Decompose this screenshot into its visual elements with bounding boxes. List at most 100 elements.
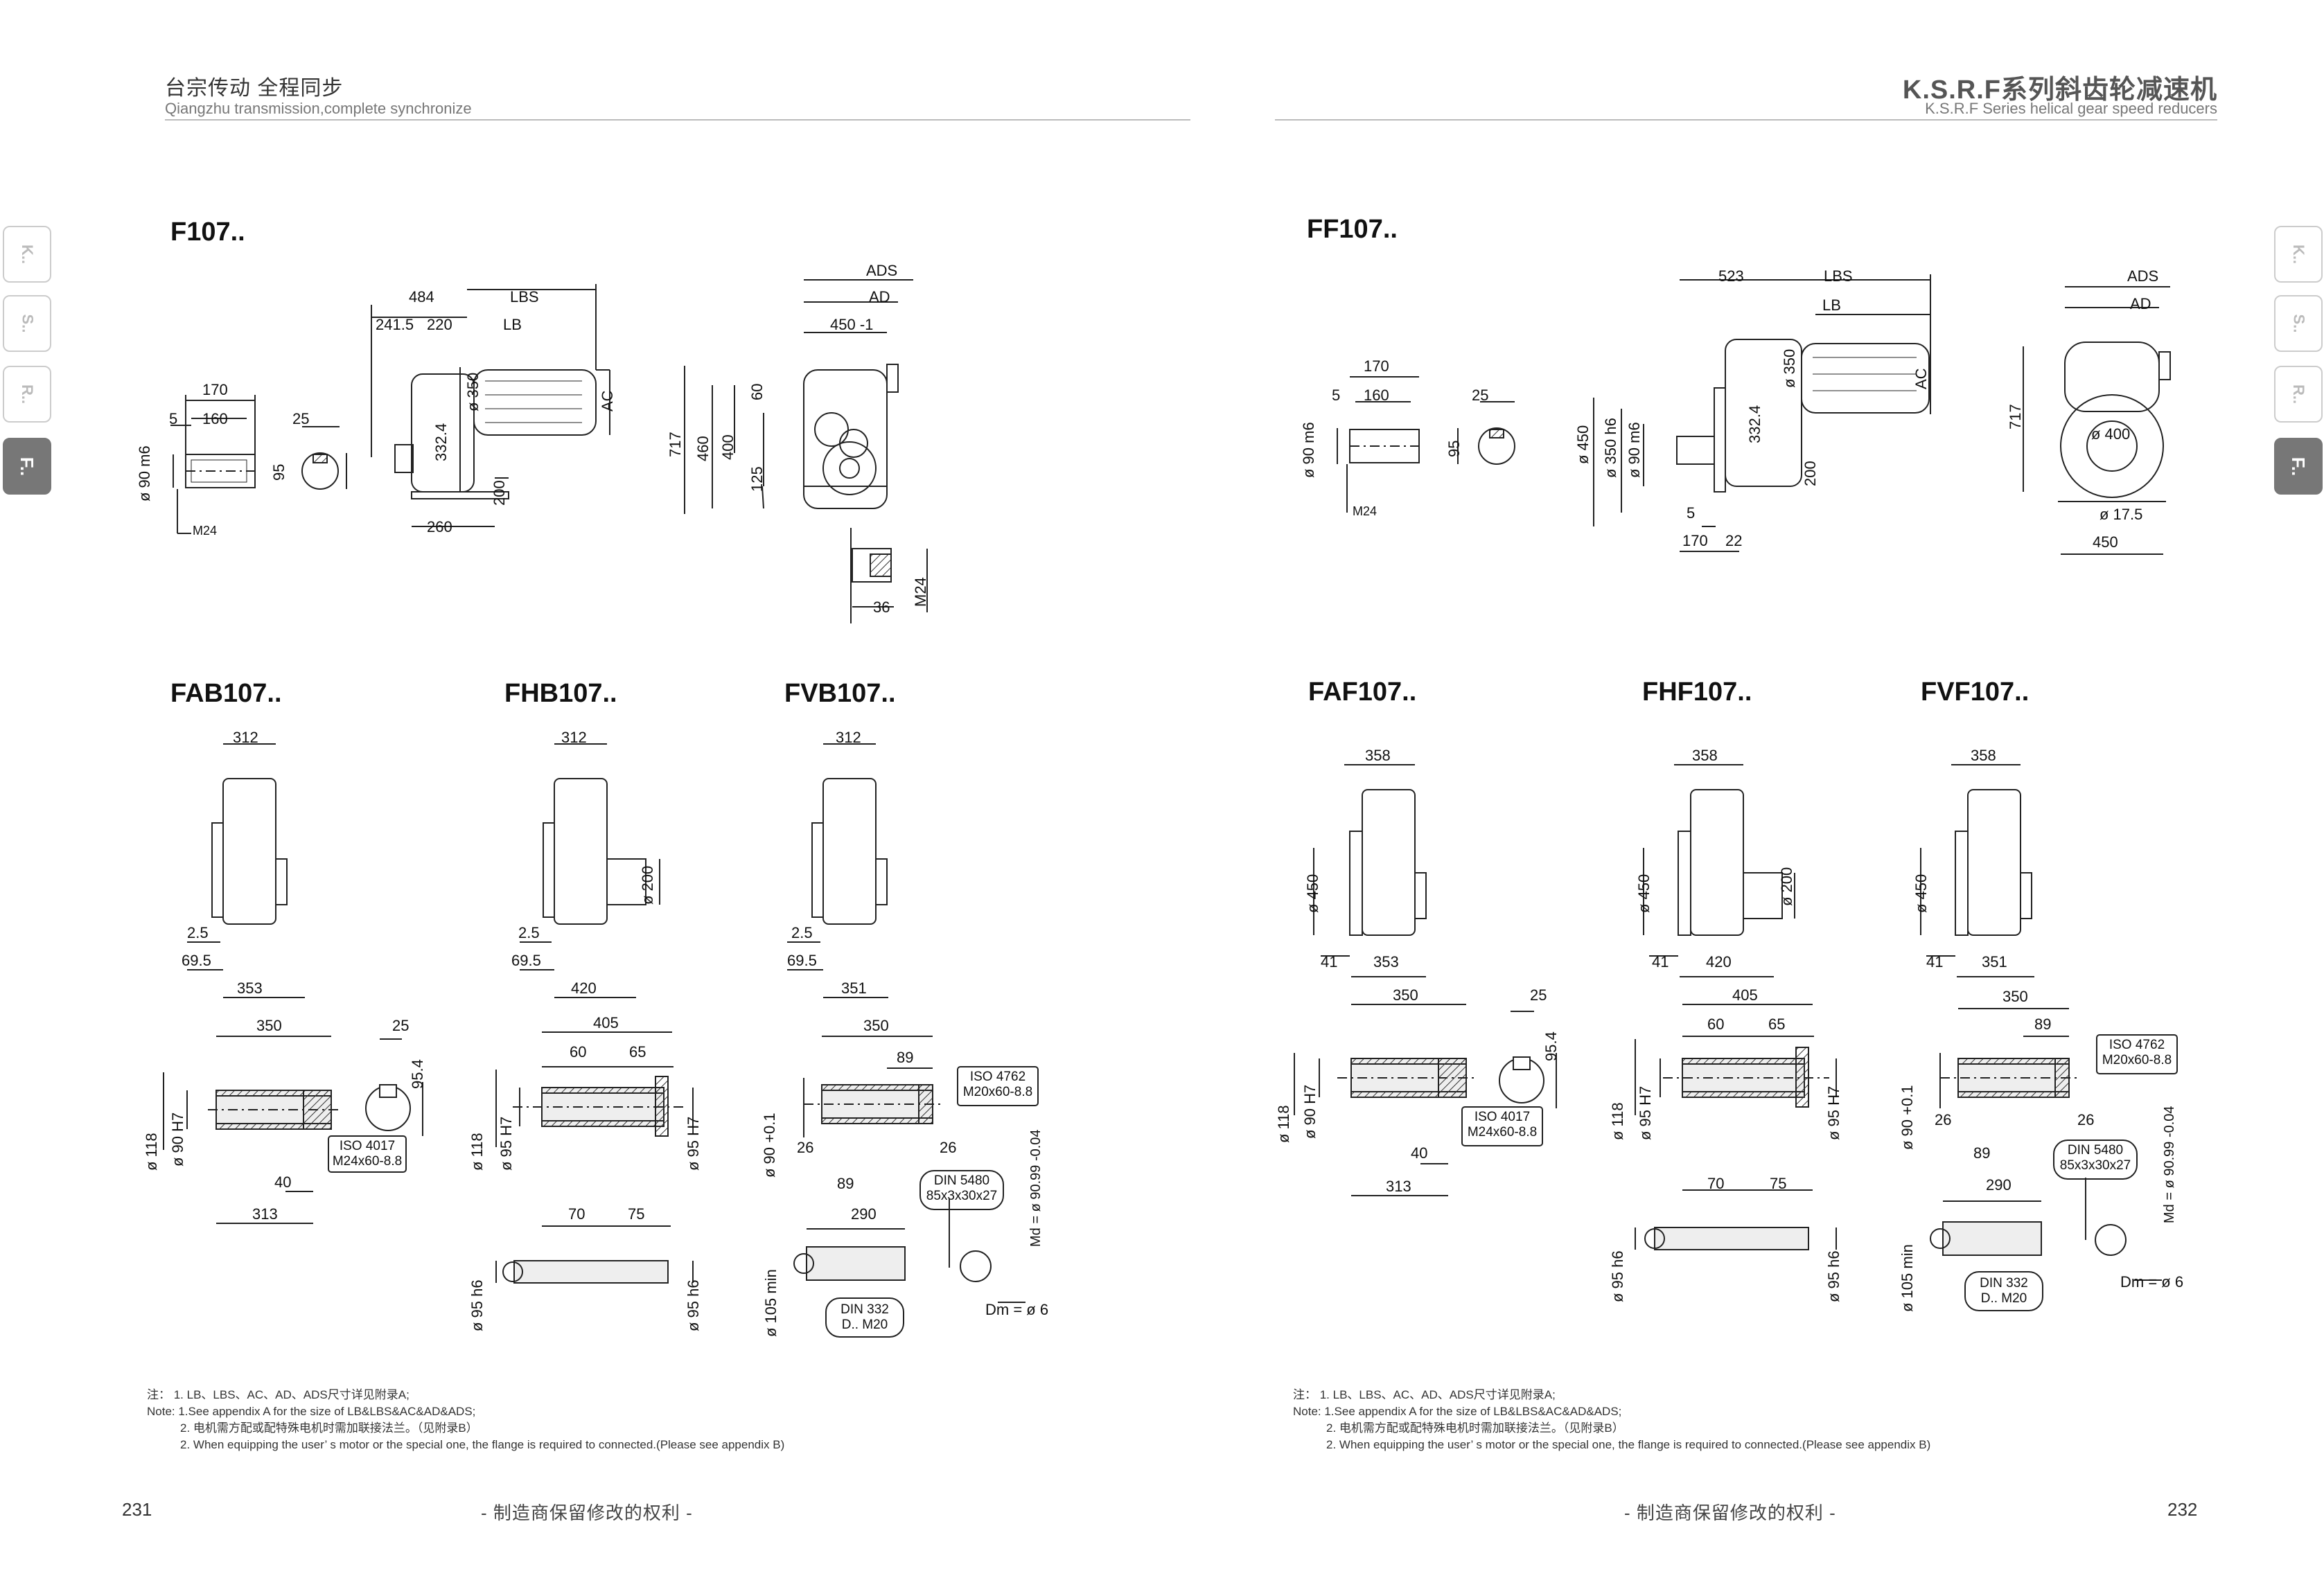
dim-ff-dia350: ø 350: [1781, 348, 1798, 388]
dim-fvfs-89b: 89: [1973, 1144, 1991, 1162]
section-title-fhb107: FHB107..: [504, 679, 617, 708]
dim-faf-358: 358: [1365, 747, 1391, 764]
dim-fhb-dia200: ø 200: [639, 865, 656, 905]
footer-rights-left: - 制造商保留修改的权利 -: [481, 1502, 693, 1523]
dim-fvbs-dia90: ø 90 +0.1: [761, 1112, 778, 1178]
dim-ff-ac: AC: [1912, 368, 1930, 389]
dim-fhfs-dia95h7: ø 95 H7: [1637, 1085, 1654, 1140]
header-right-title-en: K.S.R.F Series helical gear speed reduce…: [1925, 100, 2217, 117]
page-number-right: 232: [2167, 1499, 2198, 1520]
callout-boxes: [328, 1034, 2178, 1338]
header-divider-left: [165, 119, 1190, 121]
side-tab-r-right[interactable]: R..: [2274, 366, 2323, 423]
dim-ff-dia90m6: ø 90 m6: [1626, 422, 1643, 478]
dim-fhfs-dia95h6b: ø 95 h6: [1825, 1250, 1842, 1302]
dim-fvbs-dm: Dm = ø 6: [985, 1301, 1049, 1318]
side-tab-s-left[interactable]: S..: [3, 295, 51, 352]
dim-fabs-40: 40: [274, 1173, 292, 1191]
side-tab-r-left[interactable]: R..: [3, 366, 51, 423]
note-right-2: Note: 1.See appendix A for the size of L…: [1293, 1405, 1622, 1418]
ff107-shaft-end-view: [1337, 376, 1515, 513]
dim-fvf-358: 358: [1971, 747, 1996, 764]
shaft-section-drawings: [163, 1004, 2162, 1303]
dim-ff-170b: 170: [1682, 532, 1708, 549]
section-title-fhf107: FHF107..: [1642, 677, 1752, 707]
side-tab-s-right[interactable]: S..: [2274, 295, 2323, 352]
dim-fvbs-89: 89: [897, 1049, 914, 1066]
ff107-front-view: [2023, 286, 2171, 555]
dim-5: 5: [169, 410, 178, 427]
dim-fab-69-5: 69.5: [182, 952, 211, 969]
dim-fvfs-350: 350: [2002, 988, 2028, 1005]
dim-220: 220: [427, 316, 452, 333]
dim-fvb-69-5: 69.5: [787, 952, 817, 969]
dim-ff-ads: ADS: [2127, 267, 2159, 285]
dim-fhfs-dia118: ø 118: [1609, 1102, 1626, 1140]
dim-fvfs-dia90: ø 90 +0.1: [1899, 1085, 1916, 1150]
footer-rights-right: - 制造商保留修改的权利 -: [1624, 1502, 1836, 1523]
dim-fvfs-dia105: ø 105 min: [1899, 1244, 1916, 1312]
dim-ff-lbs: LBS: [1824, 267, 1853, 285]
section-title-ff107: FF107..: [1307, 215, 1398, 244]
dim-36: 36: [873, 599, 890, 616]
f107-front-view: [684, 279, 913, 623]
dim-fafs-40: 40: [1411, 1144, 1428, 1162]
dim-fabs-dia118: ø 118: [143, 1133, 160, 1171]
dim-fhfs-dia95h6: ø 95 h6: [1609, 1250, 1626, 1302]
dim-160: 160: [202, 410, 228, 427]
dim-60: 60: [748, 383, 766, 400]
side-tab-f-right[interactable]: F..: [2274, 438, 2323, 495]
dim-lbs: LBS: [510, 288, 539, 305]
dim-ff-ad: AD: [2130, 295, 2151, 312]
dim-260: 260: [427, 518, 452, 535]
dim-fhf-358: 358: [1692, 747, 1718, 764]
dim-fabs-313: 313: [252, 1205, 278, 1223]
dim-fhfs-405: 405: [1732, 986, 1758, 1004]
dim-400: 400: [719, 434, 737, 460]
side-tab-k-right[interactable]: K..: [2274, 226, 2323, 283]
dim-241-5: 241.5: [376, 316, 414, 333]
dim-fhbs-dia95h6b: ø 95 h6: [685, 1279, 702, 1331]
dim-lb: LB: [503, 316, 522, 333]
section-title-fvf107: FVF107..: [1921, 677, 2030, 707]
header-right-title-cn: K.S.R.F系列斜齿轮减速机: [1902, 76, 2217, 105]
dim-170: 170: [202, 381, 228, 398]
dim-ad: AD: [869, 288, 890, 305]
dim-fvbs-26a: 26: [797, 1139, 814, 1156]
dim-ff-m24: M24: [1353, 504, 1377, 518]
dim-fhb-2-5: 2.5: [518, 924, 540, 941]
dim-fvb-312: 312: [836, 729, 861, 746]
dim-fvbs-89b: 89: [837, 1175, 854, 1192]
dim-fhfs-60: 60: [1707, 1016, 1725, 1033]
side-tab-k-left[interactable]: K..: [3, 226, 51, 283]
dim-460: 460: [694, 436, 712, 461]
dim-ff-332-4: 332.4: [1746, 405, 1763, 443]
dim-fabs-dia90h7: ø 90 H7: [169, 1112, 186, 1167]
dim-faf-353: 353: [1373, 953, 1399, 970]
dim-fhbs-dia95h7: ø 95 H7: [498, 1116, 515, 1171]
header-divider-right: [1275, 119, 2217, 121]
dim-95: 95: [270, 463, 288, 481]
dim-ff-717: 717: [2007, 404, 2024, 429]
side-tab-f-left[interactable]: F..: [3, 438, 51, 495]
header-left-title-cn: 台宗传动 全程同步: [165, 77, 344, 100]
dim-fafs-dia118: ø 118: [1275, 1105, 1292, 1143]
dim-fhbs-65: 65: [629, 1043, 646, 1061]
dim-ff-dia350h6: ø 350 h6: [1602, 418, 1619, 478]
dim-ff-5b: 5: [1687, 504, 1696, 522]
dim-fafs-350: 350: [1393, 986, 1418, 1004]
dim-ff-170: 170: [1364, 357, 1389, 375]
dim-fhb-312: 312: [561, 729, 587, 746]
dim-fhf-41: 41: [1652, 953, 1669, 970]
dim-ff-450: 450: [2093, 533, 2118, 551]
dim-ff-95: 95: [1445, 440, 1463, 457]
dim-fvbs-290: 290: [851, 1205, 877, 1223]
dim-fabs-95-4: 95.4: [409, 1059, 426, 1089]
note-left-3: 2. 电机需方配或配特殊电机时需加联接法兰。（见附录B）: [180, 1421, 478, 1435]
